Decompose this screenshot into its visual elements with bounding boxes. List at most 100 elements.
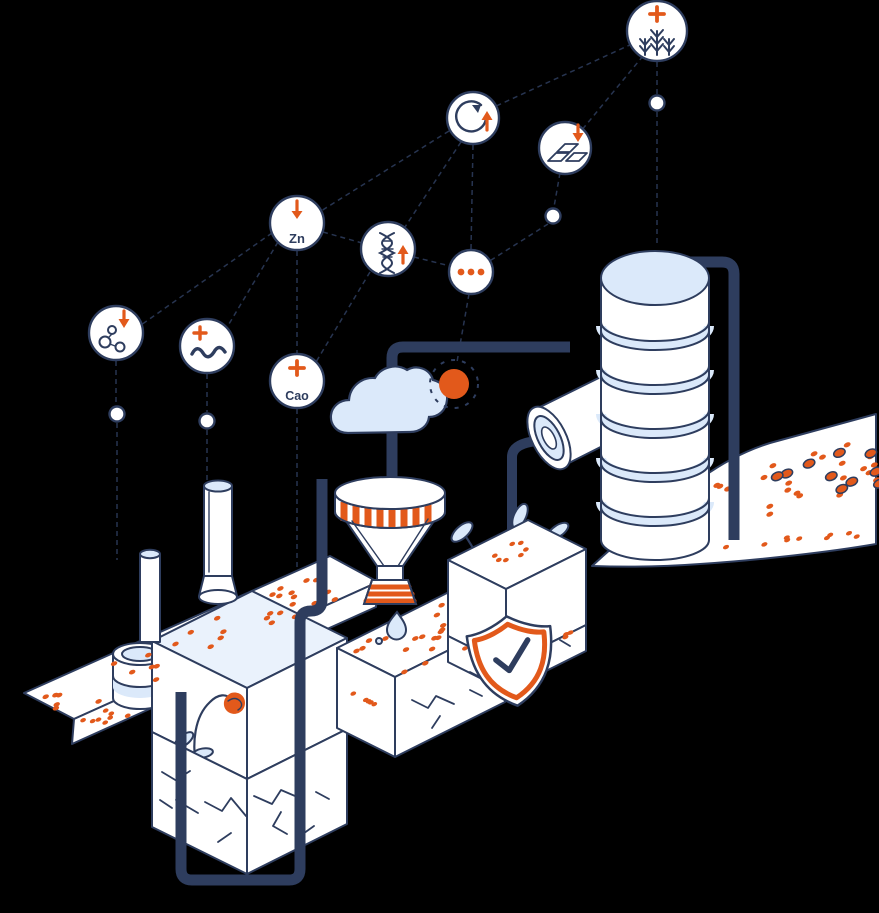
soil-speckle — [89, 718, 96, 724]
soil-speckle — [495, 557, 502, 563]
storage-tank — [596, 250, 714, 561]
factory-chimney-large — [198, 479, 238, 605]
factory-chimney-small — [139, 548, 161, 643]
soil-speckle — [269, 592, 276, 597]
soil-speckle — [52, 705, 60, 711]
soil-speckle — [102, 708, 109, 713]
calcium-oxide-label: Cao — [285, 389, 309, 403]
soil-speckle — [785, 480, 793, 486]
worm-node — [178, 317, 236, 375]
cycle-up-arrow-icon — [455, 100, 493, 133]
soil-speckle — [843, 442, 851, 448]
soil-speckle — [303, 578, 310, 583]
soil-speckle — [784, 487, 792, 493]
soil-speckle — [53, 702, 60, 707]
soil-speckle — [276, 593, 283, 599]
ground-loop-pipe — [175, 479, 328, 886]
soil-speckle — [276, 610, 284, 616]
soil-speckle — [402, 647, 410, 652]
dna-up-arrow-icon — [377, 232, 409, 274]
soil-speckle — [793, 490, 801, 496]
wheat-plus-icon — [639, 5, 675, 56]
sun-icon — [429, 359, 479, 409]
soil-speckle — [107, 715, 114, 720]
icon-nodes: Zn — [87, 0, 689, 410]
soil-speckle — [350, 691, 357, 696]
funnel-icon — [334, 476, 446, 605]
molecule-down-arrow-icon — [98, 309, 130, 353]
soil-speckle — [567, 630, 574, 635]
soil-speckle — [769, 463, 777, 469]
ellipsis-icon — [457, 268, 485, 276]
soil-speckle — [439, 623, 447, 628]
soil-speckle — [832, 447, 846, 459]
soil-speckle — [108, 711, 115, 716]
soil-speckle — [220, 629, 227, 635]
soil-speckle — [766, 511, 774, 517]
soil-speckle — [152, 677, 160, 682]
soil-speckle — [839, 475, 847, 481]
soil-speckle — [845, 530, 853, 536]
gold-bars-down-arrow-icon — [547, 123, 588, 162]
worm-plus-icon — [190, 325, 227, 359]
soil-speckle — [110, 661, 118, 666]
soil-speckle — [153, 663, 160, 669]
soil-speckle — [412, 636, 419, 641]
connector-dot — [198, 412, 216, 430]
soil-speckle — [353, 648, 360, 654]
soil-speckle — [80, 718, 86, 723]
soil-speckle — [213, 615, 221, 621]
soil-speckle — [770, 471, 784, 482]
soil-speckle — [422, 660, 429, 666]
soil-speckle — [217, 635, 224, 641]
tank-dome — [600, 250, 710, 306]
soil-speckle — [277, 586, 284, 591]
wheat-growth-node — [625, 0, 689, 63]
connector-dot — [108, 405, 126, 423]
shield-check-icon — [465, 615, 553, 707]
soil-speckle — [713, 482, 721, 488]
soil-speckle — [266, 611, 274, 616]
dna-node — [359, 220, 417, 278]
soil-speckle — [148, 664, 156, 670]
soil-speckle — [783, 535, 790, 540]
soil-speckle — [42, 694, 49, 700]
soil-speckle — [145, 652, 152, 658]
plus-icon — [288, 359, 306, 377]
soil-speckle — [435, 635, 442, 641]
soil-speckle — [418, 634, 426, 640]
soil-speckle — [95, 717, 102, 722]
zinc-node: Zn — [268, 194, 326, 252]
zinc-label: Zn — [289, 231, 305, 246]
arrow-down-icon — [291, 199, 303, 219]
soil-speckle — [95, 699, 102, 704]
soil-speckle — [835, 483, 849, 495]
soil-speckle — [207, 644, 214, 650]
soil-speckle — [438, 602, 445, 608]
connector-dot — [544, 207, 562, 225]
soil-speckle — [268, 620, 276, 626]
soil-speckle — [518, 552, 524, 558]
soil-speckle — [523, 547, 529, 552]
soil-speckle — [517, 540, 524, 546]
soil-speckle — [766, 503, 774, 509]
soil-speckle — [438, 627, 446, 633]
soil-speckle — [761, 542, 768, 547]
tank-outlet-pipe — [672, 256, 740, 540]
soil-speckle — [365, 638, 373, 643]
cloud-icon — [329, 365, 449, 435]
soil-speckle — [172, 641, 179, 647]
soil-speckle — [503, 557, 509, 563]
connector-dot — [648, 94, 666, 112]
soil-speckle — [802, 458, 816, 469]
soil-speckle — [263, 615, 271, 621]
soil-speckle — [102, 720, 109, 725]
soil-speckle — [864, 448, 878, 459]
mineral-deposit-node — [537, 120, 593, 176]
soil-speckle — [819, 454, 826, 460]
calcium-oxide-node: Cao — [268, 352, 326, 410]
soil-speckle — [810, 451, 818, 457]
soil-speckle — [462, 646, 468, 651]
soil-speckle — [428, 646, 436, 652]
funnel-feed-pipe — [386, 341, 570, 480]
